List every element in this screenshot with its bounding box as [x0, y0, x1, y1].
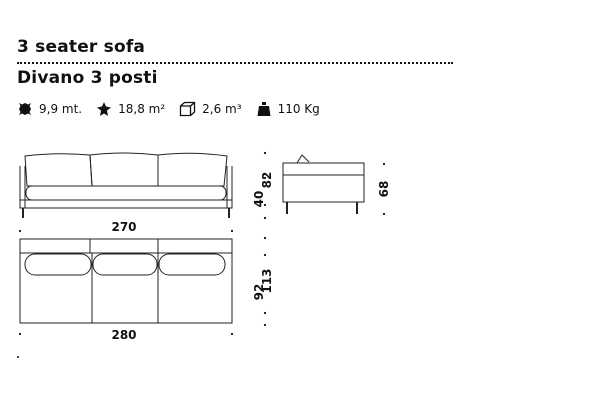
volume-box-icon	[180, 101, 196, 117]
top-pillow-center	[92, 253, 158, 276]
side-height-dimension: 68	[377, 162, 391, 216]
top-outline	[19, 238, 233, 324]
top-depth-dimension: 92 113	[252, 236, 274, 327]
spec-fabric-value: 9,9 mt.	[39, 102, 83, 116]
spec-leather: 18,8 m²	[96, 101, 165, 117]
spec-weight-value: 110 Kg	[277, 102, 320, 116]
front-back-cushion-right	[157, 152, 228, 187]
side-height-label: 68	[377, 181, 391, 198]
sofa-front-view	[19, 152, 233, 218]
seat-depth-label: 92	[252, 284, 266, 301]
spec-leather-value: 18,8 m²	[118, 102, 166, 116]
front-back-cushion-center	[89, 152, 159, 187]
spec-volume-value: 2,6 m³	[202, 102, 242, 116]
weight-icon	[257, 102, 271, 116]
front-arm-left	[19, 166, 26, 209]
spec-volume: 2,6 m³	[179, 101, 242, 117]
front-height-dimension: 40 82	[252, 151, 274, 220]
top-pillow-right	[158, 253, 226, 276]
seat-height-label: 40	[252, 191, 266, 208]
sofa-side-view	[282, 154, 365, 214]
side-back-cushion-top	[296, 154, 310, 164]
front-back-cushion-left	[24, 153, 93, 187]
fabric-icon	[19, 103, 31, 115]
front-arm-right	[226, 166, 233, 209]
front-width-dimension: 270	[18, 220, 234, 234]
corner-marker-dot	[17, 356, 19, 358]
sofa-top-view	[19, 238, 233, 324]
spec-weight: 110 Kg	[256, 101, 320, 117]
leather-icon	[97, 102, 112, 116]
front-width-label: 270	[111, 220, 136, 234]
front-seat-cushion	[25, 185, 227, 201]
top-back-frame	[19, 238, 233, 254]
spec-fabric: 9,9 mt.	[17, 101, 82, 117]
top-width-dimension: 280	[18, 328, 234, 342]
product-title-italian: Divano 3 posti	[17, 68, 158, 88]
top-width-label: 280	[111, 328, 136, 342]
total-depth-label: 113	[260, 268, 274, 293]
spec-row: 9,9 mt. 18,8 m² 2,6 m³ 110 Kg	[17, 98, 334, 120]
total-height-label: 82	[260, 172, 274, 189]
product-title-english: 3 seater sofa	[17, 37, 146, 57]
top-pillow-left	[24, 253, 92, 276]
dotted-divider	[17, 62, 453, 64]
side-body	[282, 162, 365, 203]
front-base	[19, 199, 233, 209]
